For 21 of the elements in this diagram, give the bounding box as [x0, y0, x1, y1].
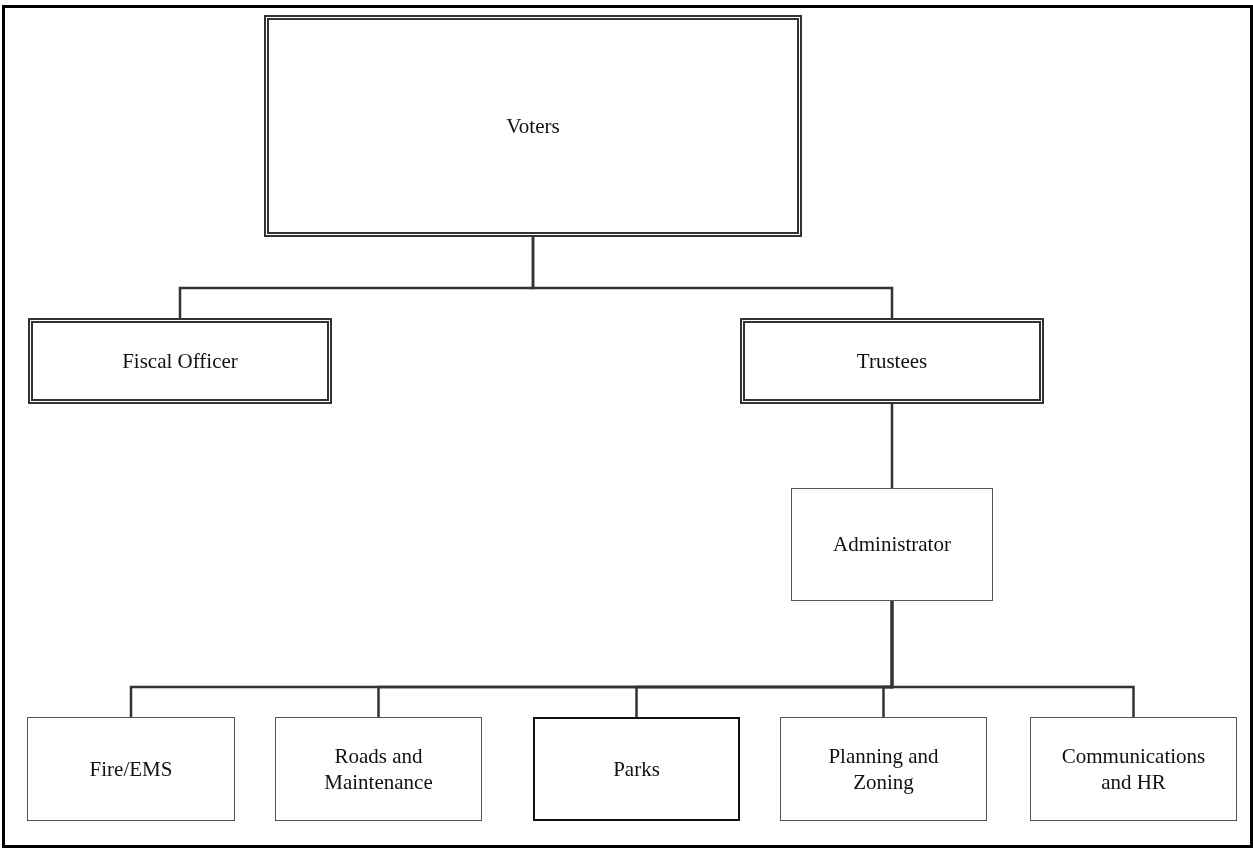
org-box [27, 717, 235, 821]
org-box [275, 717, 482, 821]
box-label: Parks [613, 755, 660, 783]
box-label: Planning and Zoning [827, 742, 940, 796]
org-box [791, 488, 993, 601]
box-label: Voters [506, 112, 560, 140]
org-box [264, 15, 802, 237]
box-label: Fire/EMS [89, 755, 173, 783]
connector-line [890, 404, 894, 488]
box-label: Trustees [856, 347, 928, 375]
connector-line [890, 601, 1135, 717]
box-label: Roads and Maintenance [323, 742, 434, 796]
box-label: Communications and HR [1060, 742, 1207, 796]
org-box [780, 717, 987, 821]
org-box [533, 717, 740, 821]
org-box [740, 318, 1044, 404]
org-box [28, 318, 332, 404]
box-label: Fiscal Officer [122, 347, 238, 375]
box-label: Administrator [833, 531, 951, 558]
org-box [1030, 717, 1237, 821]
connector-line [531, 237, 894, 318]
